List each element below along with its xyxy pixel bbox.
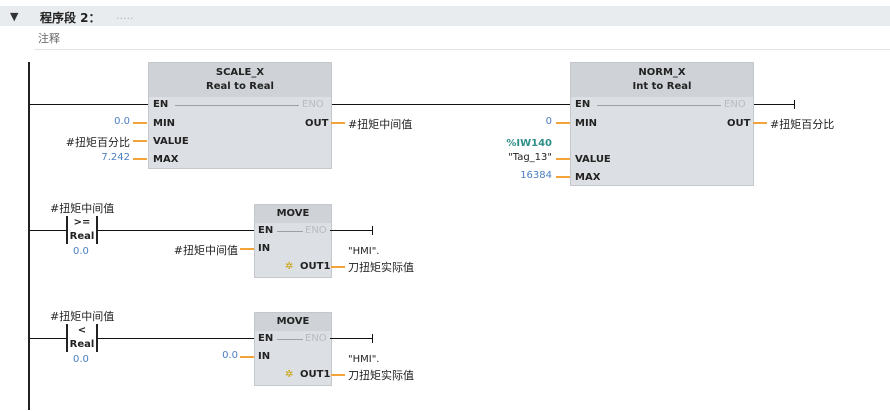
rung2-move-in-operand[interactable]: 0.0 <box>222 350 238 361</box>
norm-x-value-address[interactable]: %IW140 <box>506 138 552 149</box>
collapse-triangle-icon[interactable]: ▼ <box>10 10 19 23</box>
rung2-wire-end <box>372 334 373 343</box>
rung2-move-out-pin <box>331 374 345 376</box>
norm-x-types[interactable]: Int to Real <box>632 81 692 92</box>
norm-x-min-label: MIN <box>575 118 598 129</box>
norm-x-eno-label: ENO <box>724 99 746 110</box>
comment-divider <box>34 49 890 50</box>
norm-x-value-label: VALUE <box>575 154 611 165</box>
norm-x-en-label: EN <box>575 99 591 110</box>
scale-x-en-label: EN <box>153 99 169 110</box>
norm-x-max-pin <box>556 176 570 178</box>
scale-x-min-pin <box>133 122 147 124</box>
rung1-wire-end <box>372 226 373 235</box>
scale-x-value-pin <box>133 140 147 142</box>
rung1-wire-mid <box>98 230 254 231</box>
rung1-contact-operand[interactable]: #扭矩中间值 <box>50 202 115 215</box>
rung2-move-out-label: OUT1 <box>300 369 331 380</box>
rung2-compare-value[interactable]: 0.0 <box>73 354 89 365</box>
rung1-move-en-eno-line <box>277 231 303 232</box>
norm-x-max-operand[interactable]: 16384 <box>520 170 552 181</box>
scale-x-types[interactable]: Real to Real <box>206 81 274 92</box>
star-plus-icon[interactable]: ✲ <box>285 261 294 272</box>
rung1-compare-op[interactable]: >= <box>73 217 91 228</box>
scale-x-eno-label: ENO <box>302 99 324 110</box>
rung2-compare-type[interactable]: Real <box>69 339 95 350</box>
norm-x-out-pin <box>753 122 767 124</box>
rung1-move-out-pin <box>331 266 345 268</box>
scale-x-value-operand[interactable]: #扭矩百分比 <box>65 136 130 149</box>
rung1-move-out-operand-line1[interactable]: "HMI". <box>348 246 380 257</box>
norm-x-min-operand[interactable]: 0 <box>545 116 552 127</box>
rung1-contact-right-bar <box>96 216 98 244</box>
scale-x-max-label: MAX <box>153 154 179 165</box>
rung1-move-out-label: OUT1 <box>300 261 331 272</box>
rung1-move-block[interactable]: MOVE EN ENO IN ✲ OUT1 <box>254 204 332 278</box>
rung2-move-eno-label: ENO <box>305 333 327 344</box>
rung1-compare-type[interactable]: Real <box>69 231 95 242</box>
network-title-input[interactable]: ..... <box>116 9 134 22</box>
rung1-wire-right <box>330 230 372 231</box>
scale-x-en-eno-line <box>175 105 299 106</box>
rung2-move-out-operand-line2[interactable]: 刀扭矩实际值 <box>348 369 414 382</box>
rung2-contact-right-bar <box>96 324 98 352</box>
norm-x-max-label: MAX <box>575 172 601 183</box>
rung2-wire-left <box>30 338 66 339</box>
scale-x-value-label: VALUE <box>153 136 189 147</box>
rung0-wire-left <box>30 104 148 105</box>
rung2-move-en-label: EN <box>258 333 274 344</box>
rung1-move-name: MOVE <box>276 208 310 219</box>
network-title: 程序段 2： <box>40 11 101 25</box>
rung1-wire-left <box>30 230 66 231</box>
rung2-move-en-eno-line <box>277 339 303 340</box>
network-comment[interactable]: 注释 <box>38 32 60 45</box>
star-plus-icon[interactable]: ✲ <box>285 369 294 380</box>
rung2-contact-operand[interactable]: #扭矩中间值 <box>50 310 115 323</box>
rung2-wire-right <box>330 338 372 339</box>
rung1-move-in-pin <box>240 248 254 250</box>
scale-x-min-operand[interactable]: 0.0 <box>114 116 130 127</box>
norm-x-name: NORM_X <box>638 67 686 78</box>
norm-x-value-pin <box>556 158 570 160</box>
rung1-move-in-label: IN <box>258 243 271 254</box>
rung2-move-out-operand-line1[interactable]: "HMI". <box>348 354 380 365</box>
rung1-contact-left-bar <box>66 216 68 244</box>
norm-x-value-tag[interactable]: "Tag_13" <box>508 152 552 163</box>
rung2-move-in-pin <box>240 356 254 358</box>
rung1-move-in-operand[interactable]: #扭矩中间值 <box>173 244 238 257</box>
rung2-compare-op[interactable]: < <box>77 325 87 336</box>
rung0-wire-end <box>794 100 795 109</box>
rung2-wire-mid <box>98 338 254 339</box>
norm-x-block[interactable]: NORM_X Int to Real EN ENO MIN OUT VALUE … <box>570 62 754 186</box>
scale-x-name: SCALE_X <box>215 67 265 78</box>
rung2-move-name: MOVE <box>276 316 310 327</box>
rung2-move-in-label: IN <box>258 351 271 362</box>
rung0-wire-right <box>752 104 794 105</box>
rung1-move-en-label: EN <box>258 225 274 236</box>
norm-x-en-eno-line <box>597 105 721 106</box>
rung1-move-out-operand-line2[interactable]: 刀扭矩实际值 <box>348 261 414 274</box>
scale-x-max-pin <box>133 158 147 160</box>
scale-x-min-label: MIN <box>153 118 176 129</box>
scale-x-block[interactable]: SCALE_X Real to Real EN ENO MIN OUT VALU… <box>148 62 332 169</box>
norm-x-min-pin <box>556 122 570 124</box>
norm-x-out-label: OUT <box>727 118 751 129</box>
scale-x-max-operand[interactable]: 7.242 <box>101 152 130 163</box>
scale-x-out-operand[interactable]: #扭矩中间值 <box>348 118 413 131</box>
rung2-contact-left-bar <box>66 324 68 352</box>
rung1-move-eno-label: ENO <box>305 225 327 236</box>
norm-x-out-operand[interactable]: #扭矩百分比 <box>770 118 835 131</box>
scale-x-out-pin <box>331 122 345 124</box>
power-rail <box>28 62 30 410</box>
network-header[interactable]: ▼ 程序段 2： ..... <box>0 6 890 26</box>
rung0-wire-mid <box>330 104 570 105</box>
rung2-move-block[interactable]: MOVE EN ENO IN ✲ OUT1 <box>254 312 332 386</box>
rung1-compare-value[interactable]: 0.0 <box>73 246 89 257</box>
scale-x-out-label: OUT <box>305 118 329 129</box>
